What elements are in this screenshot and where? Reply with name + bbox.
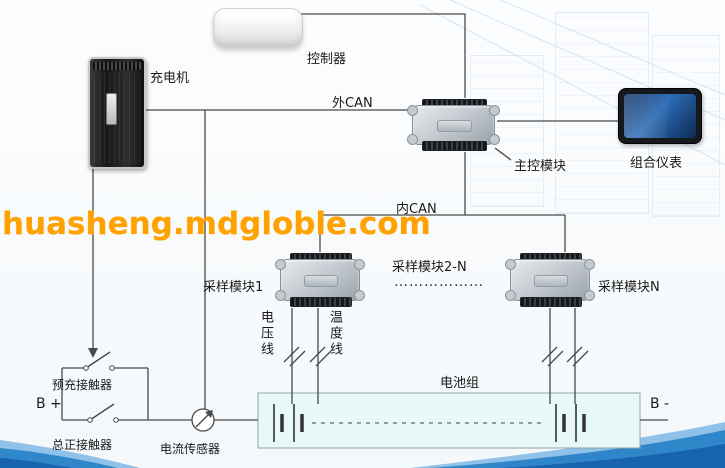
- sampling-module-1-device: [275, 252, 365, 308]
- instrument-cluster-label: 组合仪表: [630, 156, 683, 171]
- mounting-ear: [584, 290, 595, 301]
- sampling-module-n-device: [505, 252, 595, 308]
- connector-strip: [519, 297, 583, 307]
- mounting-ear: [275, 259, 286, 270]
- module-body: [280, 259, 360, 301]
- down-arrow-icon: [88, 348, 98, 358]
- connector-strip: [422, 141, 487, 151]
- controller-device: [213, 8, 303, 48]
- sampling-module-n-label: 采样模块N: [598, 280, 660, 295]
- mounting-ear: [407, 105, 418, 116]
- bottom-right-wave: [410, 422, 725, 468]
- charger-label: 充电机: [150, 71, 190, 86]
- connector-strip: [289, 297, 353, 307]
- mounting-ear: [489, 134, 500, 145]
- mounting-ear: [489, 105, 500, 116]
- main-module-label: 主控模块: [514, 159, 567, 174]
- mounting-ear: [505, 259, 516, 270]
- temperature-line-label: 温度线: [327, 310, 342, 358]
- module-body: [412, 105, 495, 145]
- omitted-modules-ellipsis: ………………: [394, 274, 484, 290]
- controller-label: 控制器: [307, 52, 347, 67]
- main-control-module-device: [407, 98, 500, 152]
- battery-pack-box: [257, 392, 641, 449]
- mounting-ear: [354, 259, 365, 270]
- mounting-ear: [407, 134, 418, 145]
- current-sensor-symbol: [191, 408, 215, 432]
- contactor-contacts: [83, 365, 119, 423]
- mounting-ear: [505, 290, 516, 301]
- battery-pack-label: 电池组: [440, 376, 480, 391]
- instrument-screen: [624, 94, 696, 138]
- module-body: [510, 259, 590, 301]
- module-cover: [437, 120, 472, 132]
- instrument-cluster-device: [618, 88, 702, 144]
- charger-display-slot: [106, 93, 117, 125]
- charger-device: [88, 57, 146, 169]
- current-sensor-label: 电流传感器: [160, 442, 221, 456]
- sampling-module-2n-label: 采样模块2-N: [392, 260, 467, 275]
- battery-cell-symbols: [273, 404, 586, 442]
- mounting-ear: [354, 290, 365, 301]
- b-plus-terminal-label: B +: [36, 396, 62, 412]
- module-cover: [534, 274, 568, 288]
- mounting-ear: [584, 259, 595, 270]
- sampling-module-1-label: 采样模块1: [203, 280, 264, 295]
- voltage-line-label: 电压线: [258, 310, 273, 358]
- precharge-contactor-label: 预充接触器: [52, 378, 113, 392]
- b-minus-terminal-label: B -: [650, 396, 670, 412]
- module-cover: [304, 274, 338, 288]
- main-positive-contactor-label: 总正接触器: [52, 438, 113, 452]
- external-can-label: 外CAN: [332, 96, 373, 111]
- mounting-ear: [275, 290, 286, 301]
- watermark-text: huasheng.mdgloble.com: [2, 206, 431, 242]
